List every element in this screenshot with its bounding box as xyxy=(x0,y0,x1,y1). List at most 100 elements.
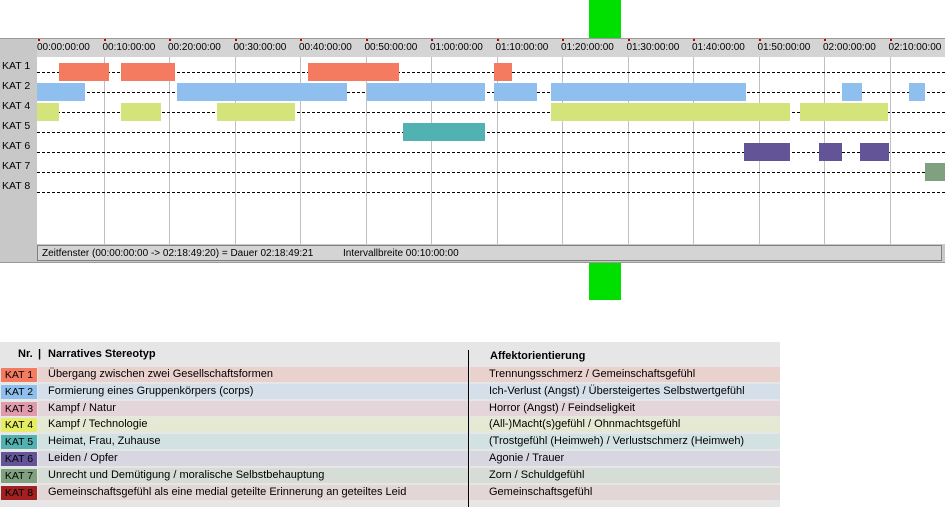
legend-category-badge: KAT 2 xyxy=(1,384,37,399)
legend-table: Nr. | Narratives Stereotyp Affektorienti… xyxy=(0,342,780,507)
legend-header-stereotype: Narratives Stereotyp xyxy=(48,348,156,360)
timeline-plot[interactable] xyxy=(37,57,945,244)
tick-mark xyxy=(627,39,630,41)
legend-row: KAT 6 Leiden / Opfer Agonie / Trauer xyxy=(0,451,780,466)
tick-mark xyxy=(103,39,106,41)
legend-stereotype: Heimat, Frau, Zuhause xyxy=(48,435,161,448)
segment-bar-kat-2[interactable] xyxy=(176,83,347,101)
tick-mark xyxy=(562,39,564,41)
tick-mark xyxy=(169,39,171,41)
legend-affect: Ich-Verlust (Angst) / Übersteigertes Sel… xyxy=(489,384,745,397)
legend-row-tint xyxy=(38,484,468,500)
segment-bar-kat-6[interactable] xyxy=(859,143,890,161)
category-track-line xyxy=(37,112,945,113)
tick-label: 00:20:00:00 xyxy=(168,42,221,53)
tick-label: 00:40:00:00 xyxy=(299,42,352,53)
legend-affect: (Trostgefühl (Heimweh) / Verlustschmerz … xyxy=(489,435,745,448)
legend-affect: Zorn / Schuldgefühl xyxy=(489,468,585,481)
legend-header-nr: Nr. xyxy=(18,348,33,360)
tick-mark xyxy=(693,39,695,41)
tick-mark xyxy=(431,39,433,41)
segment-bar-kat-1[interactable] xyxy=(494,63,512,81)
tick-mark xyxy=(824,39,826,41)
segment-bar-kat-4[interactable] xyxy=(800,103,888,121)
category-label: KAT 4 xyxy=(2,100,31,112)
grid-line xyxy=(169,57,170,244)
legend-affect: Gemeinschaftsgefühl xyxy=(489,485,593,498)
legend-row-tint xyxy=(38,451,468,466)
segment-bar-kat-4[interactable] xyxy=(121,103,161,121)
segment-bar-kat-4[interactable] xyxy=(37,103,60,121)
tick-label: 02:00:00:00 xyxy=(823,42,876,53)
legend-row-tint xyxy=(38,367,468,382)
segment-bar-kat-4[interactable] xyxy=(217,103,296,121)
segment-bar-kat-7[interactable] xyxy=(924,163,945,181)
segment-bar-kat-2[interactable] xyxy=(37,83,86,101)
legend-divider xyxy=(468,350,469,507)
tick-mark xyxy=(234,39,237,41)
segment-bar-kat-5[interactable] xyxy=(403,123,486,141)
tick-label: 01:50:00:00 xyxy=(757,42,811,53)
category-label: KAT 7 xyxy=(2,160,31,172)
segment-bar-kat-2[interactable] xyxy=(841,83,862,101)
tick-label: 00:10:00:00 xyxy=(102,42,156,53)
tick-label: 01:40:00:00 xyxy=(692,42,745,53)
legend-row-tint xyxy=(470,367,780,382)
category-label: KAT 6 xyxy=(2,140,31,152)
segment-bar-kat-1[interactable] xyxy=(307,63,399,81)
legend-category-badge: KAT 6 xyxy=(1,452,37,466)
grid-line xyxy=(496,57,498,244)
tick-label: 01:30:00:00 xyxy=(626,42,680,53)
status-window: Zeitfenster (00:00:00:00 -> 02:18:49:20)… xyxy=(42,248,314,259)
tick-mark xyxy=(38,39,40,41)
legend-header-separator: | xyxy=(38,348,42,360)
legend-row-tint xyxy=(470,467,780,483)
playhead-marker-top[interactable] xyxy=(589,0,621,38)
category-track-line xyxy=(37,152,945,153)
tick-label: 02:10:00:00 xyxy=(888,42,942,53)
grid-line xyxy=(300,57,301,244)
legend-row-tint xyxy=(470,434,780,450)
legend-row-tint xyxy=(38,434,468,450)
legend-row-tint xyxy=(470,484,780,500)
legend-affect: Agonie / Trauer xyxy=(489,452,565,464)
segment-bar-kat-1[interactable] xyxy=(59,63,110,81)
grid-line xyxy=(103,57,105,244)
legend-stereotype: Formierung eines Gruppenkörpers (corps) xyxy=(48,384,254,397)
status-bar: Zeitfenster (00:00:00:00 -> 02:18:49:20)… xyxy=(37,245,942,261)
grid-line xyxy=(431,57,432,244)
segment-bar-kat-6[interactable] xyxy=(744,143,790,161)
legend-row-tint xyxy=(38,467,468,483)
legend-row-tint xyxy=(470,417,780,433)
tick-mark xyxy=(300,39,302,41)
tick-mark xyxy=(365,39,368,41)
legend-category-badge: KAT 8 xyxy=(1,485,37,500)
legend-stereotype: Leiden / Opfer xyxy=(48,452,118,464)
legend-row-tint xyxy=(38,417,468,433)
grid-line xyxy=(234,57,236,244)
grid-line xyxy=(889,57,891,244)
segment-bar-kat-6[interactable] xyxy=(819,143,842,161)
legend-stereotype: Übergang zwischen zwei Gesellschaftsform… xyxy=(48,368,273,380)
segment-bar-kat-4[interactable] xyxy=(550,103,790,121)
segment-bar-kat-2[interactable] xyxy=(494,83,537,101)
grid-line xyxy=(365,57,367,244)
segment-bar-kat-1[interactable] xyxy=(121,63,176,81)
legend-stereotype: Unrecht und Demütigung / moralische Selb… xyxy=(48,468,325,481)
legend-stereotype: Kampf / Technologie xyxy=(48,418,148,431)
segment-bar-kat-2[interactable] xyxy=(550,83,746,101)
playhead-marker-bottom[interactable] xyxy=(589,263,621,300)
segment-bar-kat-2[interactable] xyxy=(367,83,485,101)
category-label: KAT 2 xyxy=(2,80,31,92)
category-track-line xyxy=(37,192,945,193)
category-label: KAT 8 xyxy=(2,180,31,192)
segment-bar-kat-2[interactable] xyxy=(908,83,925,101)
tick-label: 01:10:00:00 xyxy=(495,42,549,53)
grid-line xyxy=(693,57,694,244)
